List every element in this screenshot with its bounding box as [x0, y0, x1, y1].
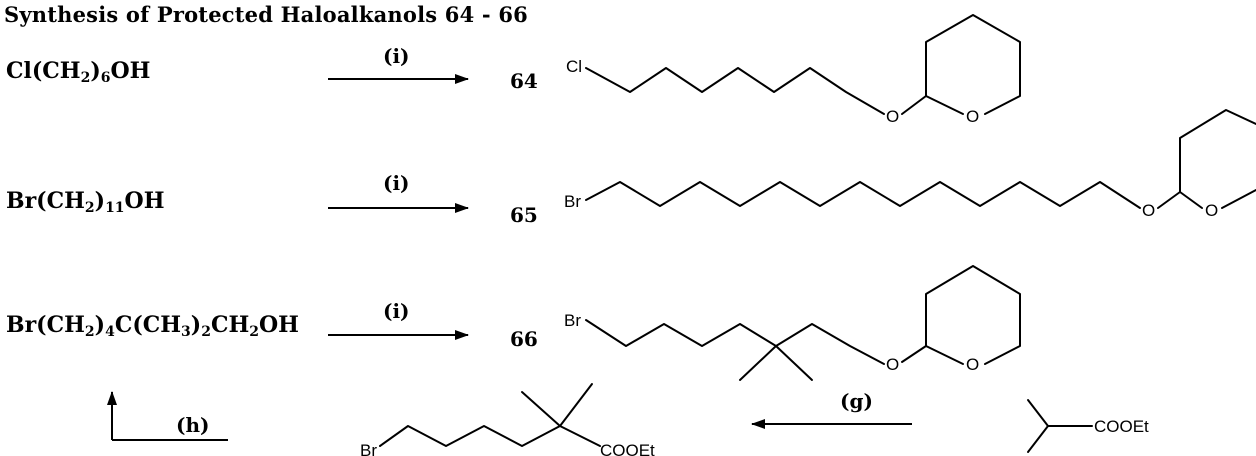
- thp-ring-bond-65b: [1221, 189, 1256, 209]
- alkyl-chain-66: [585, 319, 885, 365]
- condition-label-64: (i): [383, 44, 410, 68]
- step-g-label: (g): [840, 389, 873, 413]
- intermediate-methyl-1: [521, 391, 561, 427]
- thp-ring-bond-66: [925, 345, 964, 365]
- acetal-bond-66: [901, 345, 927, 363]
- product-number-66: 66: [510, 327, 538, 351]
- step-h-label: (h): [176, 413, 209, 437]
- thp-ring-65: [1179, 109, 1256, 193]
- product-number-65: 65: [510, 203, 538, 227]
- product-number-64: 64: [510, 69, 538, 93]
- intermediate-chain: [379, 425, 601, 447]
- acetal-bond-65: [1157, 191, 1181, 209]
- hexyl-chain-64: [585, 67, 885, 115]
- ether-oxygen-64: O: [886, 107, 899, 126]
- thp-ring-64: [925, 14, 1021, 115]
- ether-oxygen-65: O: [1142, 201, 1155, 220]
- thp-ring-bond-65: [1179, 191, 1203, 209]
- start-ester-label: COOEt: [1094, 417, 1149, 436]
- chlorine-atom-label: Cl: [566, 57, 582, 76]
- ether-oxygen-66: O: [886, 355, 899, 374]
- gem-methyl-2-66: [775, 345, 813, 381]
- reactant-65-formula: Br(CH2)11OH: [6, 188, 165, 216]
- thp-ring-66: [925, 265, 1021, 365]
- start-methyl-2: [1027, 425, 1049, 453]
- bromine-atom-label-65: Br: [564, 192, 581, 211]
- gem-methyl-1-66: [739, 345, 777, 381]
- undecyl-chain-65: [585, 181, 1141, 209]
- ring-oxygen-66: O: [966, 355, 979, 374]
- intermediate-ester-label: COOEt: [600, 441, 655, 456]
- reactant-64-formula: Cl(CH2)6OH: [6, 58, 151, 86]
- ring-oxygen-65: O: [1205, 201, 1218, 220]
- intermediate-methyl-2: [559, 383, 593, 427]
- intermediate-bromine-label: Br: [360, 441, 377, 456]
- bromine-atom-label-66: Br: [564, 311, 581, 330]
- scheme-title: Synthesis of Protected Haloalkanols 64 -…: [4, 2, 528, 27]
- acetal-bond-64: [901, 95, 927, 115]
- condition-label-65: (i): [383, 171, 410, 195]
- ring-oxygen-64: O: [966, 107, 979, 126]
- start-methyl-1: [1027, 399, 1049, 427]
- reactant-66-formula: Br(CH2)4C(CH3)2CH2OH: [6, 312, 299, 340]
- thp-ring-bond-64: [925, 95, 964, 115]
- condition-label-66: (i): [383, 299, 410, 323]
